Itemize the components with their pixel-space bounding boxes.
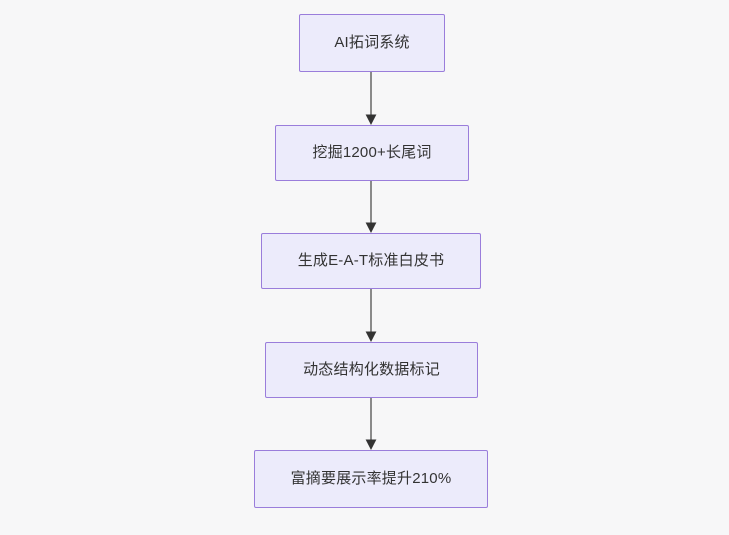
flowchart-node-generate-eat-whitepaper[interactable]: 生成E-A-T标准白皮书: [261, 233, 481, 289]
node-label: 挖掘1200+长尾词: [312, 143, 432, 161]
flowchart-node-dynamic-structured-data-markup[interactable]: 动态结构化数据标记: [265, 342, 478, 398]
edge-n4-n5: [365, 398, 377, 450]
flowchart-node-rich-snippet-rate-increase[interactable]: 富摘要展示率提升210%: [254, 450, 488, 508]
edge-n3-n4: [365, 289, 377, 342]
flowchart-node-mine-longtail-keywords[interactable]: 挖掘1200+长尾词: [275, 125, 469, 181]
node-label: 富摘要展示率提升210%: [290, 469, 452, 487]
edge-n2-n3: [365, 181, 377, 233]
flowchart-node-ai-keyword-system[interactable]: AI拓词系统: [299, 14, 445, 72]
node-label: 动态结构化数据标记: [303, 360, 440, 378]
node-label: AI拓词系统: [334, 33, 410, 51]
edge-n1-n2: [365, 72, 377, 125]
node-label: 生成E-A-T标准白皮书: [297, 251, 445, 269]
